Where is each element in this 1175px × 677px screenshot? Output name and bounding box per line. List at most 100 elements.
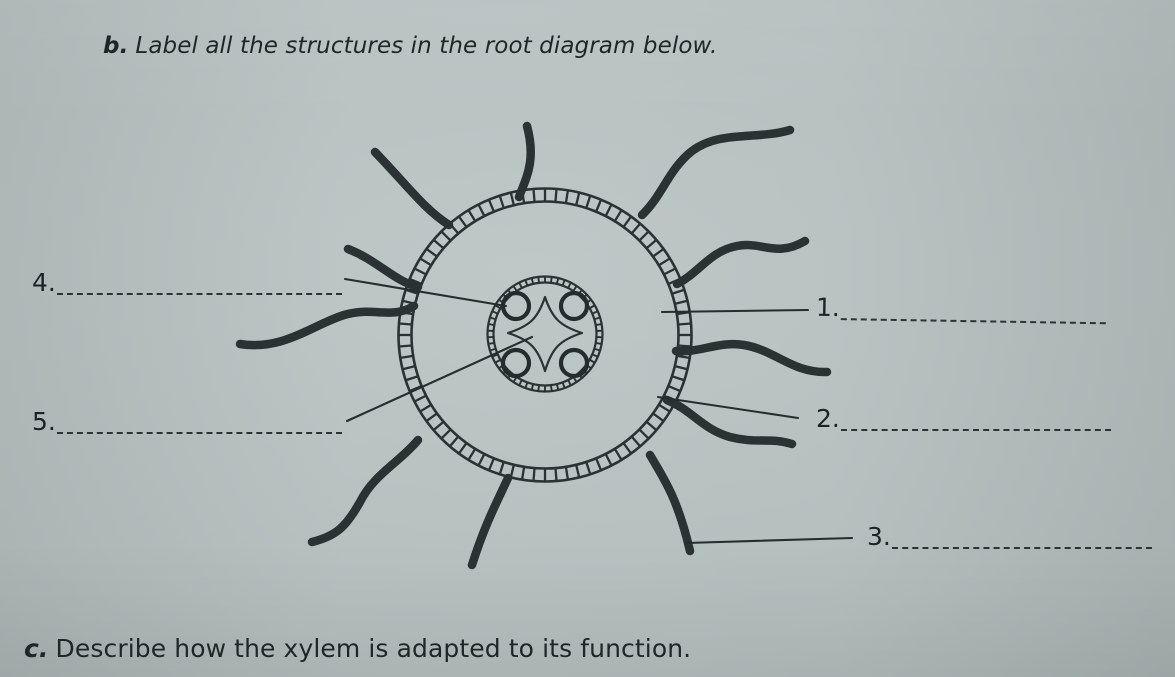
answer-rule-5[interactable]: [56, 432, 342, 434]
cell-wall-tick: [488, 323, 495, 326]
cell-wall-tick: [477, 453, 486, 467]
cell-wall-tick: [518, 379, 523, 386]
cell-wall-tick: [595, 323, 602, 326]
answer-line-2[interactable]: 2.: [816, 406, 1111, 433]
cell-wall-tick: [645, 238, 658, 250]
root-hair-icon: [671, 339, 832, 377]
cell-wall-tick: [518, 282, 523, 289]
stele-ring: [486, 275, 604, 393]
cell-wall-tick: [532, 188, 536, 203]
cell-wall-tick: [537, 276, 540, 283]
cell-wall-tick: [561, 382, 566, 389]
answer-rule-4[interactable]: [56, 293, 342, 295]
cell-wall-tick: [477, 203, 486, 217]
cell-wall-tick: [594, 316, 601, 321]
answer-number-4: 4.: [32, 268, 56, 297]
answer-rule-3[interactable]: [891, 547, 1152, 549]
cell-wall-tick: [550, 385, 553, 392]
cell-wall-tick: [457, 442, 468, 455]
leader-line-5: [345, 335, 534, 423]
cell-wall-tick: [564, 466, 570, 480]
answer-number-1: 1.: [815, 292, 841, 323]
cell-wall-tick: [567, 282, 572, 289]
cell-wall-tick: [487, 457, 495, 471]
cell-wall-tick: [564, 190, 570, 204]
cell-wall-tick: [398, 322, 413, 326]
cell-wall-tick: [509, 192, 515, 206]
cell-wall-tick: [398, 344, 413, 348]
cell-wall-tick: [498, 461, 505, 475]
cell-wall-tick: [630, 222, 642, 235]
cell-wall-tick: [413, 394, 427, 403]
cell-wall-tick: [671, 375, 685, 382]
cell-wall-tick: [604, 453, 613, 467]
cell-wall-tick: [448, 222, 460, 235]
cell-wall-tick: [402, 365, 416, 371]
cell-wall-tick: [488, 342, 495, 345]
cell-wall-tick: [677, 322, 692, 326]
answer-line-5[interactable]: 5.: [32, 409, 342, 436]
cell-wall-tick: [555, 277, 560, 285]
cell-wall-tick: [595, 342, 602, 345]
cell-wall-tick: [425, 247, 438, 258]
answer-line-4[interactable]: 4.: [32, 270, 342, 297]
cell-wall-tick: [402, 299, 416, 305]
cell-wall-tick: [591, 353, 599, 358]
cell-wall-tick: [524, 382, 529, 389]
root-hair-icon: [307, 435, 423, 547]
question-b-text: Label all the structures in the root dia…: [135, 33, 718, 59]
cell-wall-tick: [555, 383, 560, 391]
question-c-text: Describe how the xylem is adapted to its…: [55, 634, 692, 663]
cell-wall-tick: [432, 420, 445, 432]
root-hair-icon: [672, 236, 810, 289]
leader-line-4: [343, 277, 508, 308]
cell-wall-tick: [575, 464, 581, 478]
cell-wall-tick: [652, 412, 665, 423]
cell-wall-tick: [532, 467, 536, 482]
cell-wall-tick: [457, 215, 468, 228]
cell-wall-tick: [674, 365, 688, 371]
cell-wall-tick: [550, 276, 553, 283]
cell-wall-tick: [489, 316, 496, 321]
question-c-lead: c.: [24, 634, 49, 663]
cell-wall-tick: [622, 442, 633, 455]
cell-wall-tick: [405, 375, 419, 382]
cell-wall-tick: [594, 347, 601, 352]
cell-wall-tick: [413, 267, 427, 276]
cell-wall-tick: [530, 383, 535, 391]
root-hair-icon: [637, 125, 795, 220]
root-hair-icon: [235, 301, 419, 350]
leader-line-3: [684, 536, 854, 545]
cell-wall-tick: [572, 285, 578, 292]
cell-wall-tick: [409, 277, 423, 285]
question-c: c.Describe how the xylem is adapted to i…: [24, 634, 691, 663]
answer-line-3[interactable]: 3.: [867, 524, 1152, 551]
cell-wall-tick: [537, 385, 540, 392]
cell-wall-tick: [613, 448, 623, 461]
answer-line-1[interactable]: 1.: [815, 292, 1106, 327]
cell-wall-tick: [591, 310, 599, 315]
cell-wall-tick: [585, 461, 592, 475]
cell-wall-tick: [652, 247, 665, 258]
root-hair-icon: [662, 395, 797, 449]
cell-wall-tick: [509, 464, 515, 478]
cell-wall-tick: [567, 379, 572, 386]
cell-wall-tick: [494, 358, 501, 364]
root-hair-icon: [514, 121, 535, 202]
phloem-circle: [558, 347, 590, 379]
answer-rule-2[interactable]: [840, 429, 1111, 431]
cell-wall-tick: [645, 420, 658, 432]
cell-wall-tick: [520, 466, 526, 480]
cell-wall-tick: [638, 230, 650, 242]
answer-number-5: 5.: [32, 407, 56, 436]
epidermis-ring: [397, 187, 693, 483]
cell-wall-tick: [512, 285, 518, 292]
cell-wall-tick: [589, 358, 596, 364]
answer-number-2: 2.: [816, 404, 840, 433]
cell-wall-tick: [489, 347, 496, 352]
cell-wall-tick: [604, 203, 613, 217]
cell-wall-tick: [425, 412, 438, 423]
root-hair-icon: [467, 473, 513, 570]
cell-wall-tick: [663, 267, 677, 276]
